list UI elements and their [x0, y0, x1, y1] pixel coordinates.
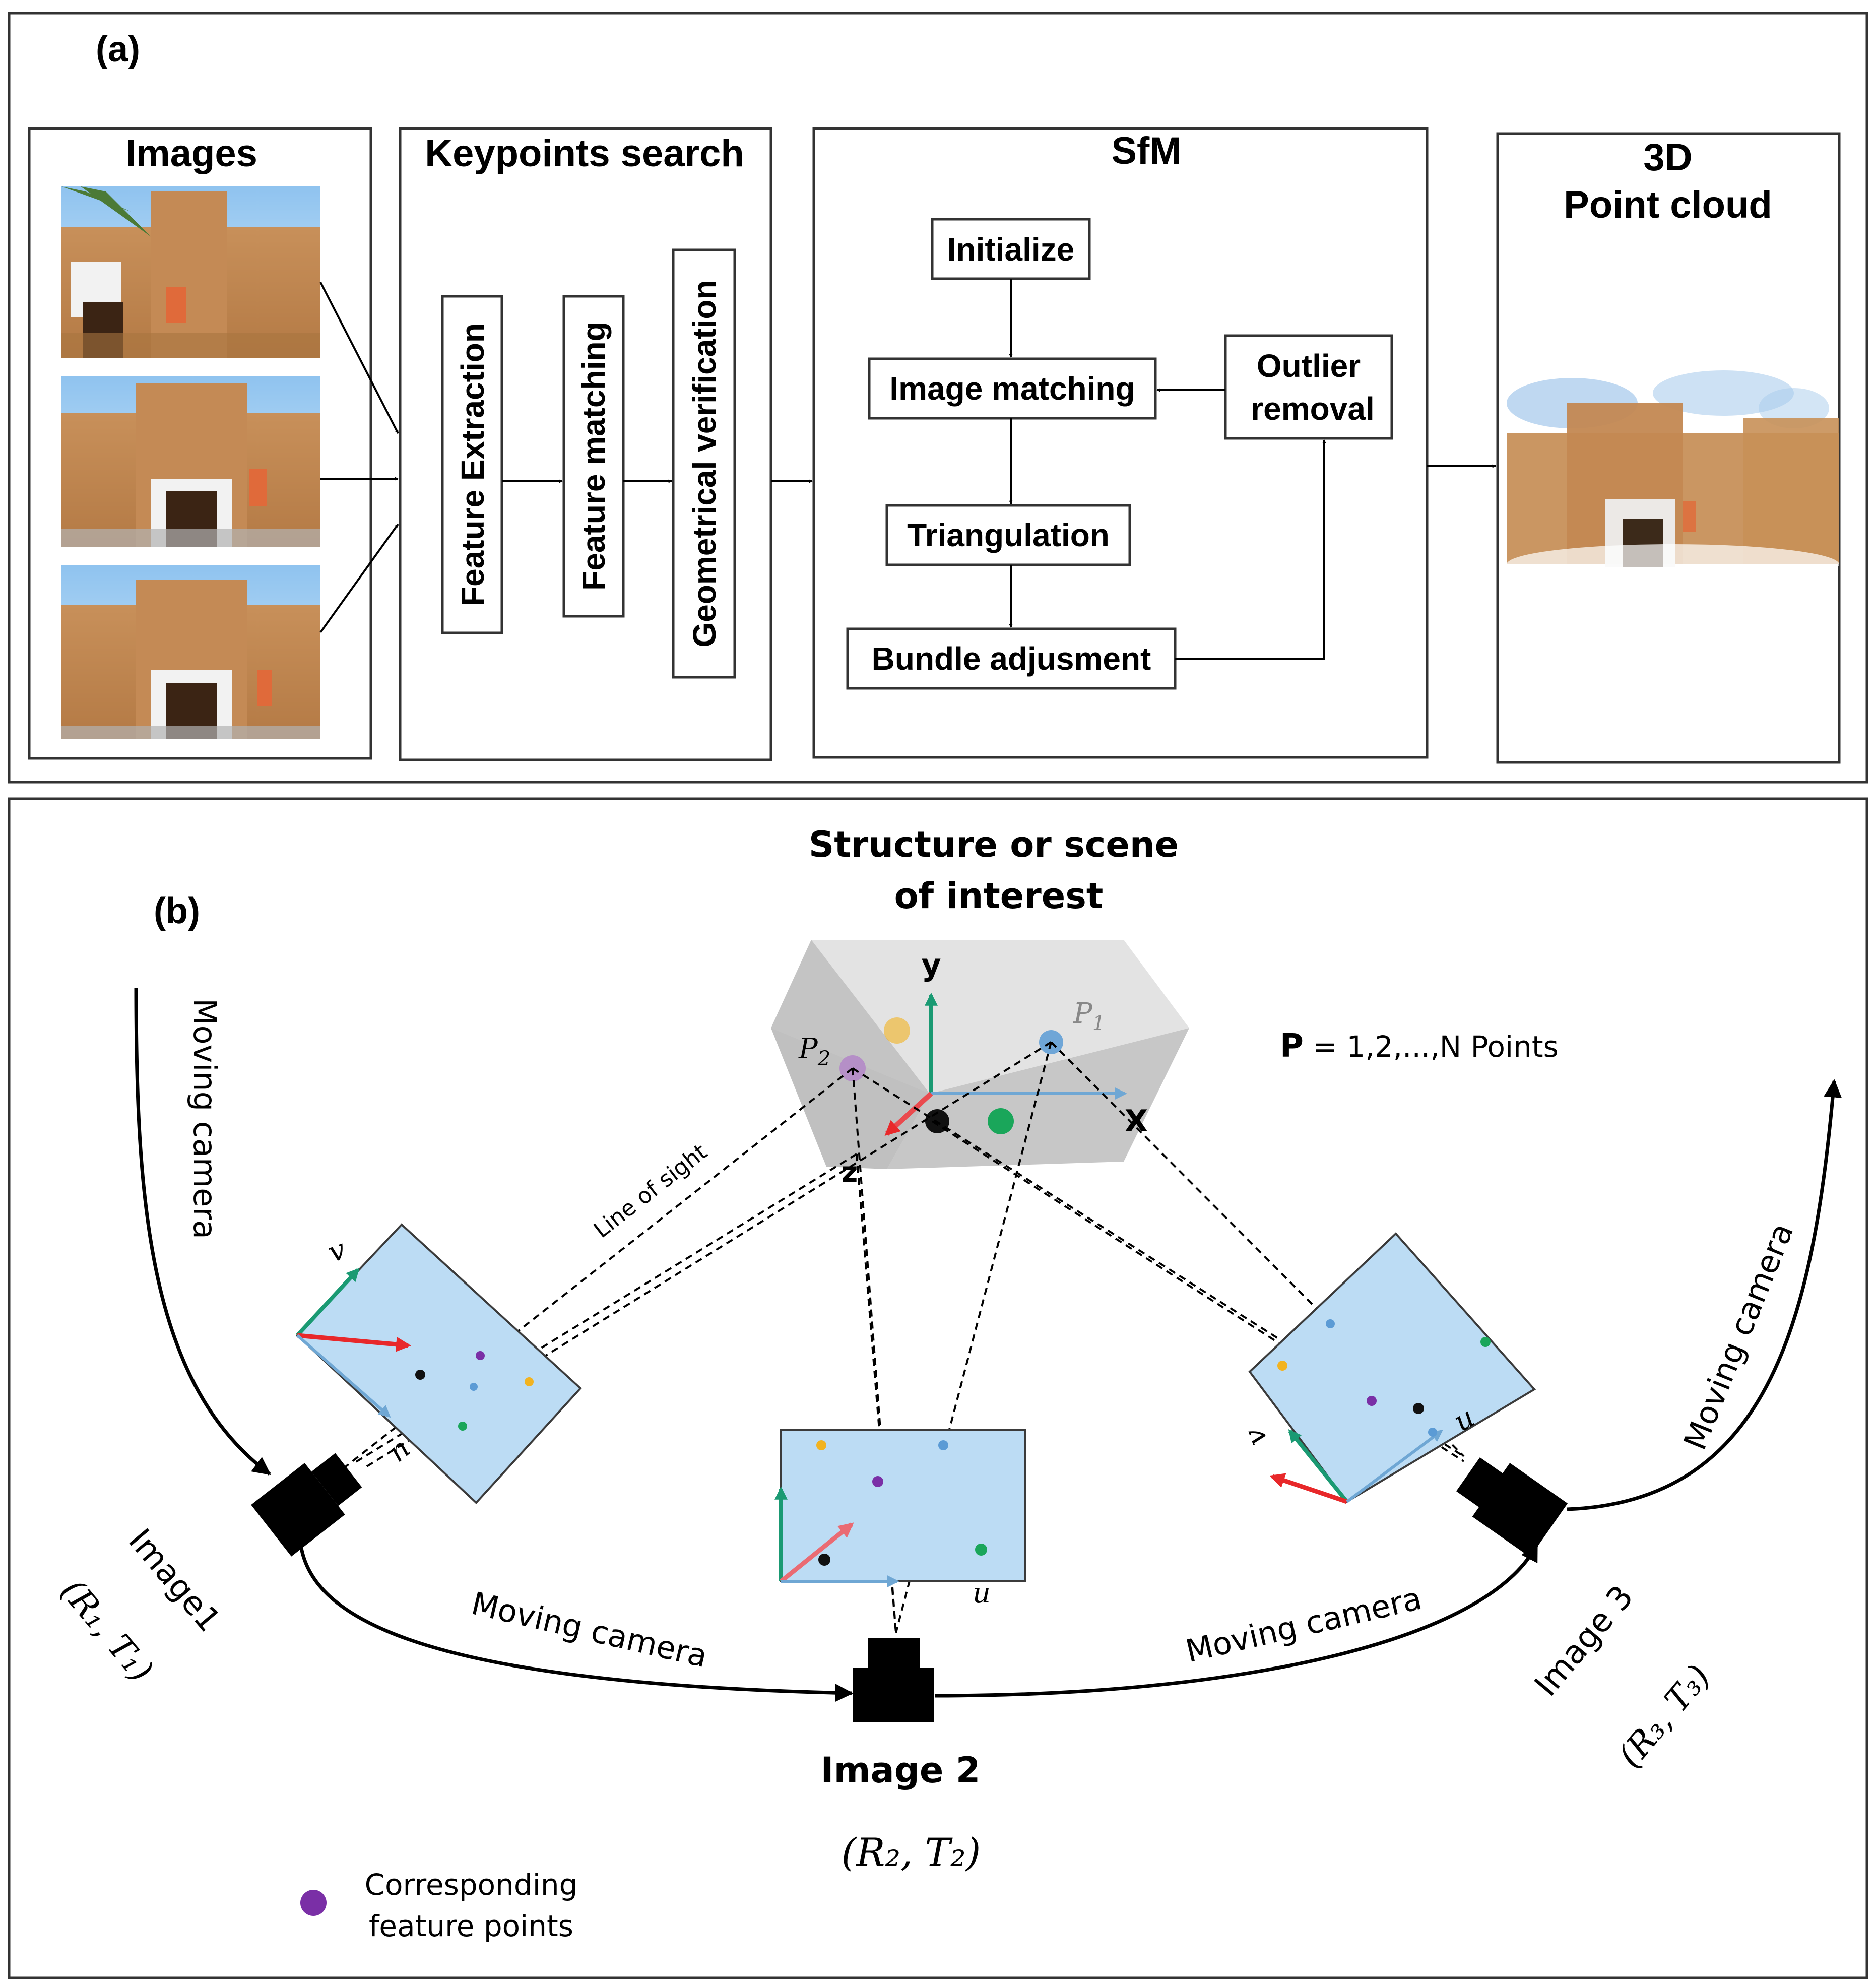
arrow-photo3-to-keypoints	[319, 523, 399, 633]
image2-label: Image 2	[821, 1750, 981, 1791]
bundle-adjustment-label: Bundle adjusment	[872, 640, 1151, 677]
bundle-adjustment-box	[846, 627, 1177, 690]
legend-line2: feature points	[369, 1909, 573, 1943]
trajectory-exit	[1567, 1079, 1842, 1511]
scene-point-yellow	[884, 1017, 910, 1044]
initialize-box	[931, 218, 1091, 280]
outlier-removal-box	[1224, 334, 1393, 440]
panel-b-label: (b)	[154, 891, 200, 931]
geometrical-verification-box	[672, 248, 736, 679]
p1-label: P1	[1073, 997, 1105, 1035]
camera-1	[251, 1453, 362, 1557]
p2-label: P2	[798, 1033, 830, 1070]
point-cloud-title-line1: 3D	[1643, 136, 1692, 179]
triangulation-label: Triangulation	[907, 517, 1110, 553]
structure-title-line1: Structure or scene	[809, 824, 1179, 865]
image2-axis-u: u	[973, 1577, 991, 1610]
arrow-photo1-to-keypoints	[319, 282, 399, 434]
trajectory-entry	[134, 987, 271, 1476]
legend-line1: Corresponding	[365, 1868, 578, 1902]
input-photo-2	[61, 376, 320, 547]
image-plane-1	[296, 1223, 582, 1504]
outlier-label-line2: removal	[1251, 391, 1374, 427]
input-photo-1	[61, 186, 320, 358]
images-box-title: Images	[125, 132, 257, 175]
image-plane-3	[1248, 1232, 1536, 1504]
point-cloud-title-line2: Point cloud	[1564, 183, 1772, 226]
feature-extraction-box	[441, 295, 503, 634]
arrow-bundle-to-outlier	[1175, 439, 1326, 660]
sfm-box-title: SfM	[1111, 130, 1181, 172]
image-plane-2	[774, 1429, 1026, 1587]
outlier-label-line1: Outlier	[1257, 348, 1361, 384]
input-photo-3	[61, 565, 320, 739]
feature-matching-label: Feature matching	[575, 322, 612, 590]
world-axis-x-label: X	[1125, 1104, 1148, 1139]
image-matching-label: Image matching	[889, 370, 1135, 407]
structure-title-line2: of interest	[894, 875, 1104, 917]
initialize-label: Initialize	[947, 231, 1075, 268]
point-cloud-render	[1507, 370, 1839, 585]
world-axis-y-label: y	[921, 947, 941, 983]
triangulation-box	[885, 504, 1131, 566]
keypoints-box-title: Keypoints search	[425, 132, 744, 175]
image-matching-box	[868, 357, 1157, 420]
camera-3	[1456, 1457, 1568, 1557]
feature-extraction-label: Feature Extraction	[455, 323, 491, 606]
trajectory-cam1-to-cam2	[298, 1534, 854, 1702]
camera-2	[853, 1638, 934, 1722]
panel-a-label: (a)	[96, 29, 140, 70]
moving-camera-label-1: Moving camera	[186, 998, 223, 1239]
geometrical-verification-label: Geometrical verification	[686, 280, 723, 647]
feature-matching-box	[562, 295, 625, 618]
points-count-note: P = 1,2,...,N Points	[1280, 1028, 1559, 1065]
legend-purple-dot	[300, 1890, 327, 1916]
trajectory-cam2-to-cam3	[934, 1543, 1539, 1698]
world-axis-z	[884, 1092, 933, 1136]
image2-pose: (R₂, T₂)	[842, 1830, 981, 1875]
scene-point-green	[988, 1108, 1014, 1134]
